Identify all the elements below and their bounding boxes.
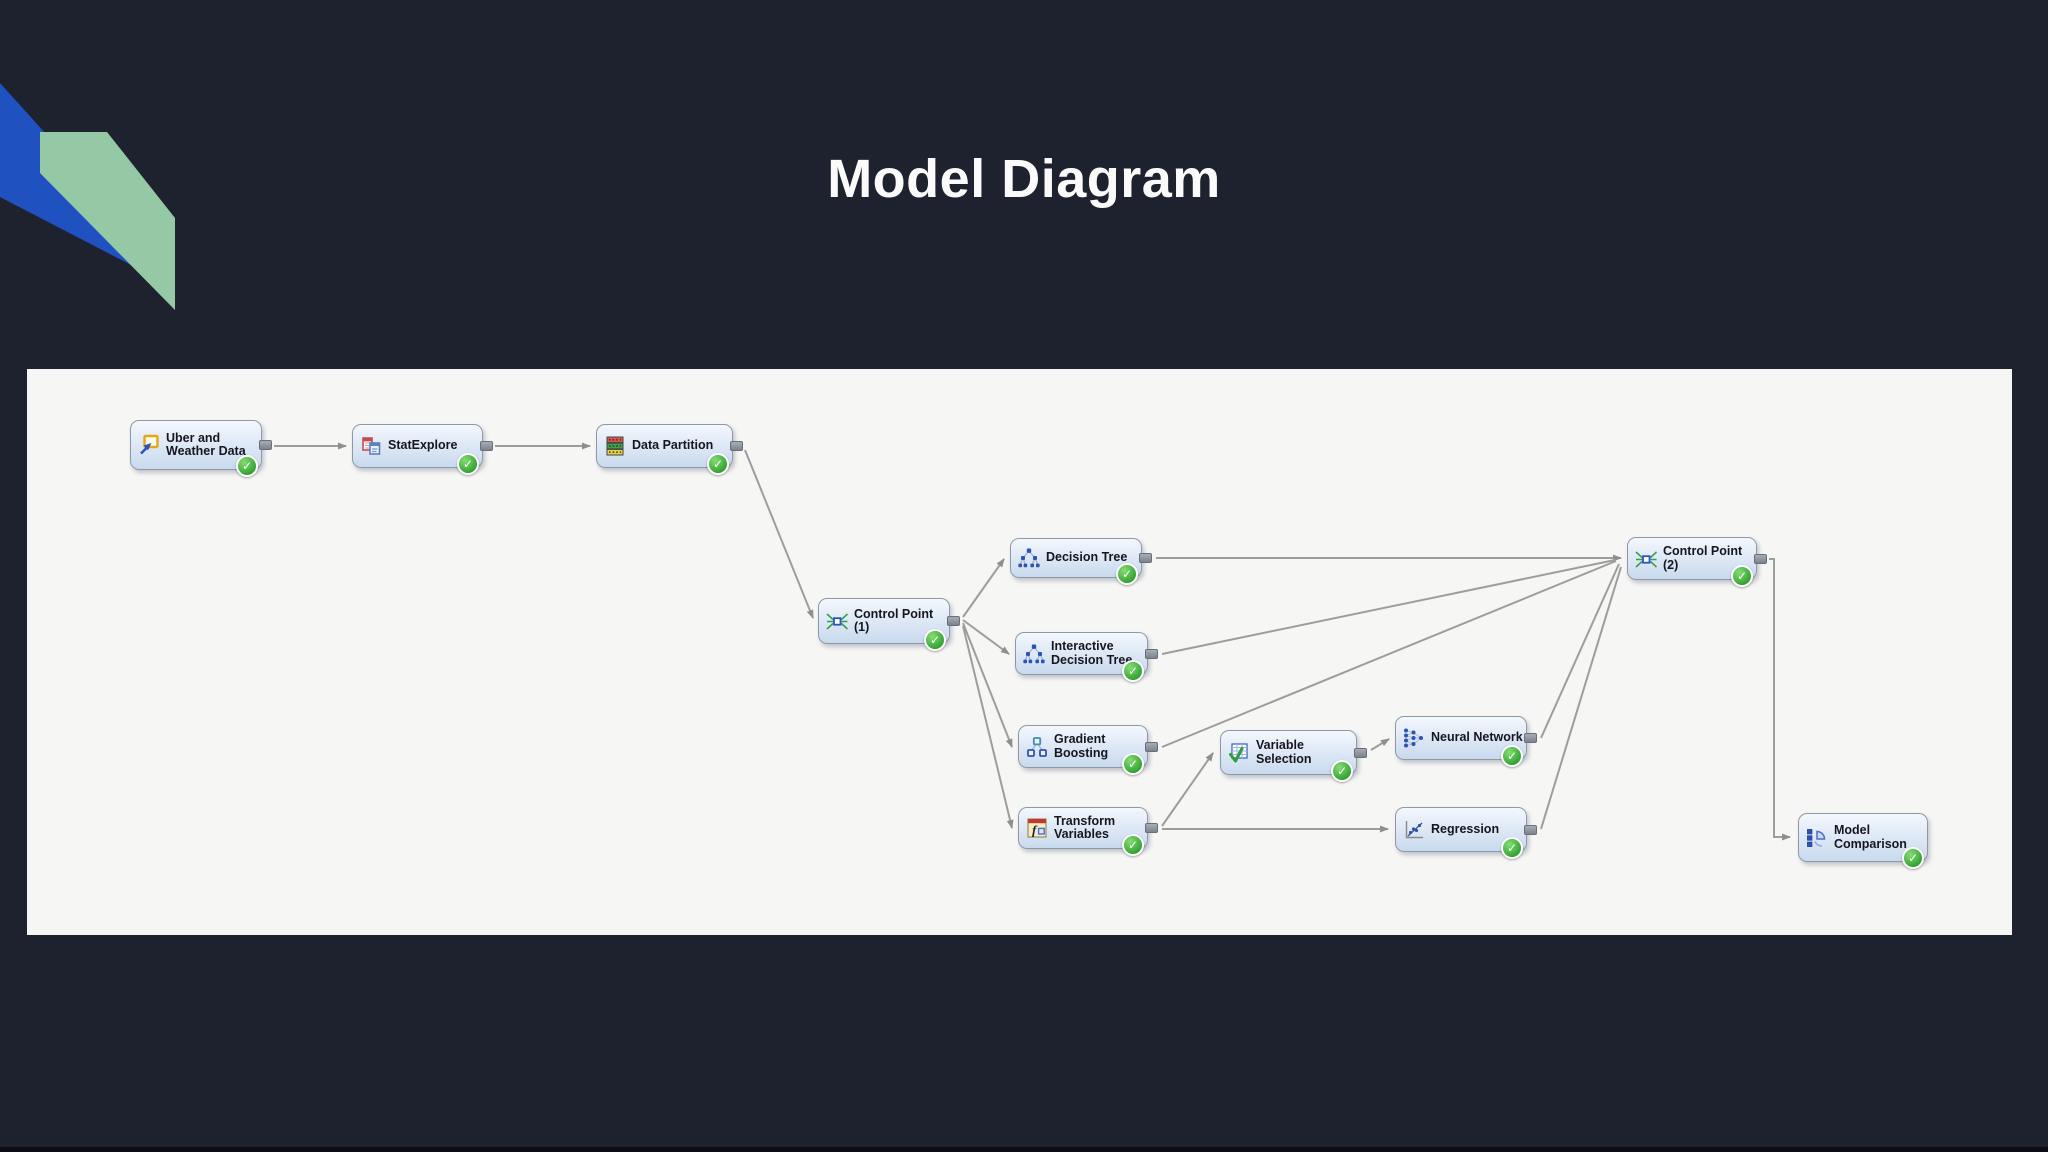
edge-gradient-boosting-to-control-point-2 bbox=[1161, 560, 1617, 748]
output-port bbox=[1354, 747, 1367, 758]
output-port bbox=[947, 616, 960, 626]
edge-data-partition-to-control-point-1 bbox=[744, 449, 814, 619]
edge-regression-to-control-point-2 bbox=[1540, 566, 1622, 830]
decision-tree-icon bbox=[1017, 546, 1041, 570]
status-complete-icon: ✓ bbox=[1501, 837, 1523, 859]
node-label: Control Point(2) bbox=[1663, 544, 1743, 572]
status-complete-icon: ✓ bbox=[1122, 753, 1144, 775]
svg-text:f: f bbox=[1032, 823, 1038, 838]
edge-variable-selection-to-neural-network bbox=[1370, 738, 1390, 751]
statexplore-icon bbox=[359, 434, 383, 458]
node-control-point-1[interactable]: Control Point(1)✓ bbox=[818, 598, 960, 651]
output-port bbox=[1139, 553, 1152, 563]
status-complete-icon: ✓ bbox=[1122, 834, 1144, 856]
variable-selection-icon bbox=[1227, 741, 1251, 765]
node-label: StatExplore bbox=[388, 438, 458, 453]
data-source-icon bbox=[137, 433, 161, 457]
edge-interactive-decision-tree-to-control-point-2 bbox=[1161, 559, 1616, 655]
output-port bbox=[1145, 741, 1158, 752]
edge-transform-variables-to-variable-selection bbox=[1161, 752, 1214, 827]
model-comparison-icon bbox=[1805, 826, 1829, 850]
transform-variables-icon: f bbox=[1025, 816, 1049, 840]
status-complete-icon: ✓ bbox=[236, 455, 258, 477]
edge-control-point-2-to-model-comparison bbox=[1769, 558, 1791, 841]
node-neural-network[interactable]: Neural Network✓ bbox=[1395, 716, 1537, 767]
status-complete-icon: ✓ bbox=[1501, 745, 1523, 767]
edge-control-point-1-to-interactive-decision-tree bbox=[962, 619, 1010, 655]
output-port bbox=[259, 440, 272, 450]
status-complete-icon: ✓ bbox=[707, 453, 729, 475]
node-regression[interactable]: Regression✓ bbox=[1395, 807, 1537, 859]
bottom-strip bbox=[0, 1147, 2048, 1152]
diagram-edges bbox=[274, 442, 1791, 841]
output-port bbox=[1145, 823, 1158, 833]
regression-icon bbox=[1402, 818, 1426, 842]
node-label: Decision Tree bbox=[1046, 550, 1128, 565]
output-port bbox=[730, 441, 743, 451]
node-label: Control Point(1) bbox=[854, 606, 934, 634]
control-point-icon bbox=[1634, 547, 1658, 571]
edge-control-point-1-to-gradient-boosting bbox=[962, 622, 1013, 748]
status-complete-icon: ✓ bbox=[1122, 660, 1144, 682]
control-point-icon bbox=[825, 609, 849, 633]
output-port bbox=[1145, 648, 1158, 659]
output-port bbox=[1754, 553, 1767, 564]
node-label: Regression bbox=[1431, 821, 1500, 836]
status-complete-icon: ✓ bbox=[924, 629, 946, 651]
page-title: Model Diagram bbox=[827, 149, 1221, 209]
status-complete-icon: ✓ bbox=[1116, 563, 1138, 585]
output-port bbox=[1524, 824, 1537, 835]
neural-network-icon bbox=[1402, 726, 1426, 750]
status-complete-icon: ✓ bbox=[457, 453, 479, 475]
status-complete-icon: ✓ bbox=[1331, 760, 1353, 782]
node-statexplore[interactable]: StatExplore✓ bbox=[352, 424, 493, 475]
status-complete-icon: ✓ bbox=[1731, 565, 1753, 587]
data-partition-icon bbox=[603, 434, 627, 458]
node-data-partition[interactable]: Data Partition✓ bbox=[596, 424, 743, 475]
decision-tree-icon bbox=[1022, 642, 1046, 666]
node-decision-tree[interactable]: Decision Tree✓ bbox=[1010, 538, 1152, 585]
output-port bbox=[480, 441, 493, 451]
node-label: Neural Network bbox=[1431, 730, 1523, 745]
output-port bbox=[1524, 733, 1537, 743]
node-control-point-2[interactable]: Control Point(2)✓ bbox=[1627, 537, 1767, 587]
edge-control-point-1-to-transform-variables bbox=[962, 625, 1014, 829]
edge-control-point-1-to-decision-tree bbox=[962, 558, 1005, 618]
node-label: Data Partition bbox=[632, 438, 714, 453]
gradient-boosting-icon bbox=[1025, 735, 1049, 759]
status-complete-icon: ✓ bbox=[1902, 847, 1924, 869]
edge-neural-network-to-control-point-2 bbox=[1540, 563, 1620, 739]
